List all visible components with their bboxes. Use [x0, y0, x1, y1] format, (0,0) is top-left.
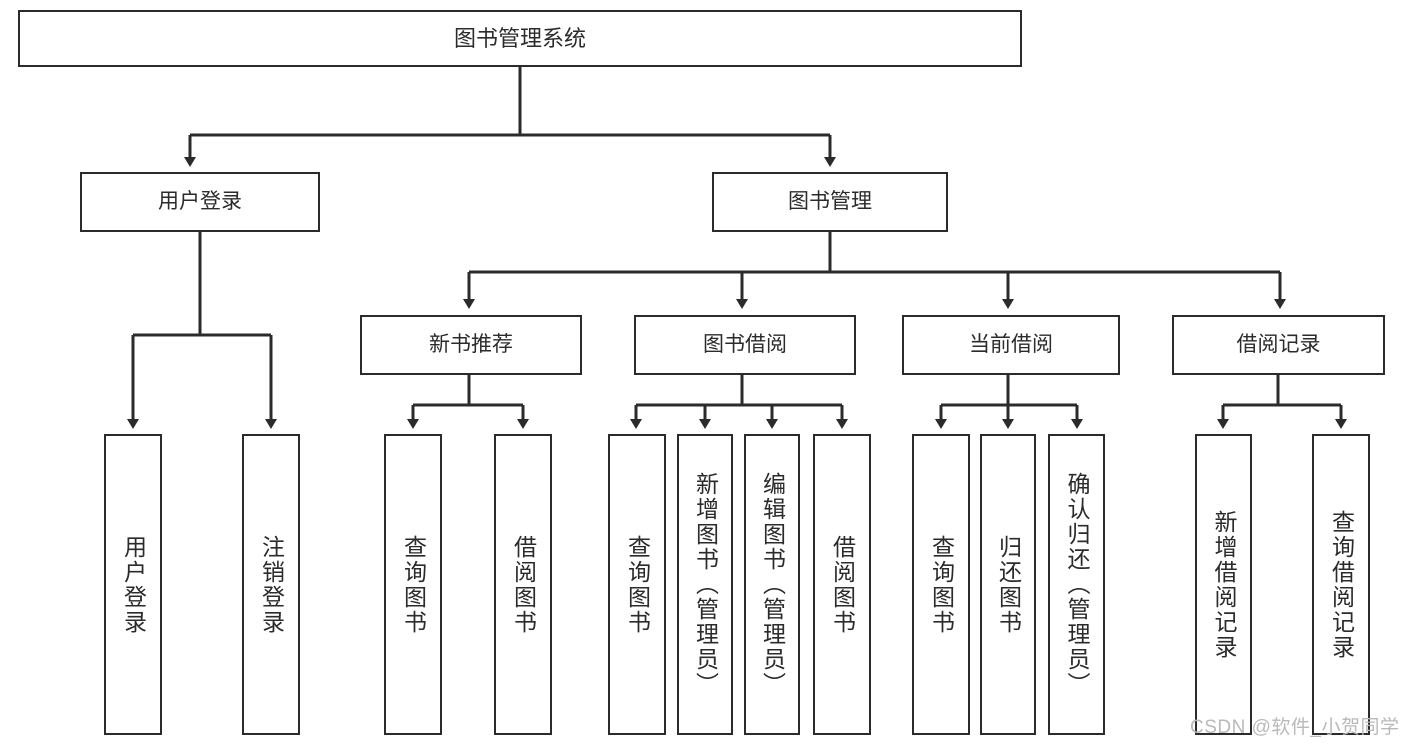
leaf-newbook-query-book-label: 查询图书	[400, 534, 427, 635]
leaf-bookborrow-edit-book-label: 编辑图书（管理员）	[759, 472, 786, 697]
leaf-currentborrow-return-book[interactable]: 归还图书	[980, 434, 1036, 735]
leaf-newbook-borrow-book-label: 借阅图书	[510, 534, 537, 635]
leaf-bookborrow-add-book-label: 新增图书（管理员）	[692, 472, 719, 697]
node-book-borrow-label: 图书借阅	[703, 332, 787, 356]
node-root-system[interactable]: 图书管理系统	[18, 10, 1022, 67]
leaf-borrowrecord-query-record[interactable]: 查询借阅记录	[1312, 434, 1370, 735]
leaf-newbook-query-book[interactable]: 查询图书	[384, 434, 442, 735]
node-book-manage[interactable]: 图书管理	[712, 172, 948, 232]
leaf-currentborrow-confirm-return[interactable]: 确认归还（管理员）	[1048, 434, 1105, 735]
leaf-currentborrow-return-book-label: 归还图书	[995, 534, 1022, 635]
watermark-text: CSDN @软件_小贺同学	[1190, 717, 1400, 738]
leaf-bookborrow-borrow-book[interactable]: 借阅图书	[813, 434, 871, 735]
leaf-borrowrecord-query-record-label: 查询借阅记录	[1328, 509, 1355, 660]
leaf-bookborrow-add-book[interactable]: 新增图书（管理员）	[677, 434, 733, 735]
leaf-borrowrecord-add-record-label: 新增借阅记录	[1211, 509, 1237, 660]
node-borrow-record-label: 借阅记录	[1236, 332, 1321, 356]
leaf-borrowrecord-add-record[interactable]: 新增借阅记录	[1195, 434, 1252, 735]
node-current-borrow-label: 当前借阅	[969, 332, 1053, 356]
leaf-currentborrow-confirm-return-label: 确认归还（管理员）	[1064, 472, 1090, 697]
leaf-bookborrow-borrow-book-label: 借阅图书	[829, 534, 856, 635]
node-book-manage-label: 图书管理	[788, 189, 872, 213]
leaf-bookborrow-edit-book[interactable]: 编辑图书（管理员）	[744, 434, 800, 735]
leaf-bookborrow-query-book-label: 查询图书	[624, 534, 651, 635]
node-user-login-label: 用户登录	[158, 189, 242, 213]
node-current-borrow[interactable]: 当前借阅	[902, 315, 1120, 375]
leaf-logout-label: 注销登录	[258, 534, 285, 635]
leaf-newbook-borrow-book[interactable]: 借阅图书	[494, 434, 552, 735]
leaf-currentborrow-query-book-label: 查询图书	[928, 534, 955, 635]
node-new-book-recommend-label: 新书推荐	[429, 332, 513, 356]
node-root-system-label: 图书管理系统	[453, 25, 586, 51]
node-borrow-record[interactable]: 借阅记录	[1172, 315, 1385, 375]
leaf-user-login-label: 用户登录	[120, 534, 147, 635]
leaf-bookborrow-query-book[interactable]: 查询图书	[608, 434, 666, 735]
node-book-borrow[interactable]: 图书借阅	[634, 315, 856, 375]
leaf-user-login[interactable]: 用户登录	[104, 434, 162, 735]
leaf-currentborrow-query-book[interactable]: 查询图书	[912, 434, 970, 735]
node-user-login[interactable]: 用户登录	[80, 172, 320, 232]
leaf-logout[interactable]: 注销登录	[242, 434, 300, 735]
node-new-book-recommend[interactable]: 新书推荐	[360, 315, 582, 375]
